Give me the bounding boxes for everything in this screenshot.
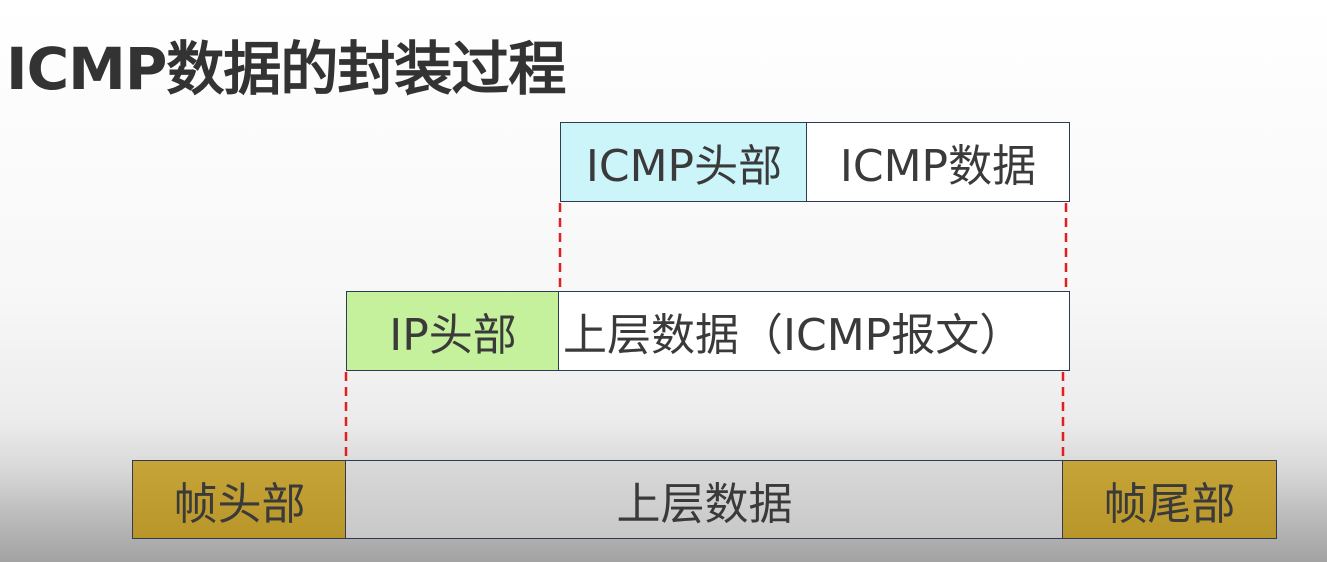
frame-trailer-box: 帧尾部	[1062, 460, 1277, 539]
icmp-header-box: ICMP头部	[560, 122, 808, 202]
frame-trailer-label: 帧尾部	[1103, 478, 1236, 530]
icmp-data-label: ICMP数据	[839, 141, 1037, 192]
frame-header-box: 帧头部	[132, 460, 347, 539]
ip-header-label: IP头部	[389, 310, 517, 361]
ip-data-label: 上层数据（ICMP报文）	[563, 310, 1024, 361]
icmp-data-box: ICMP数据	[806, 122, 1070, 202]
ip-data-box: 上层数据（ICMP报文）	[558, 291, 1070, 371]
frame-header-label: 帧头部	[173, 478, 306, 530]
page-title: ICMP数据的封装过程	[6, 35, 566, 103]
ip-header-box: IP头部	[346, 291, 560, 371]
icmp-header-label: ICMP头部	[585, 141, 783, 192]
frame-data-label: 上层数据	[616, 478, 793, 530]
frame-data-box: 上层数据	[345, 460, 1064, 539]
